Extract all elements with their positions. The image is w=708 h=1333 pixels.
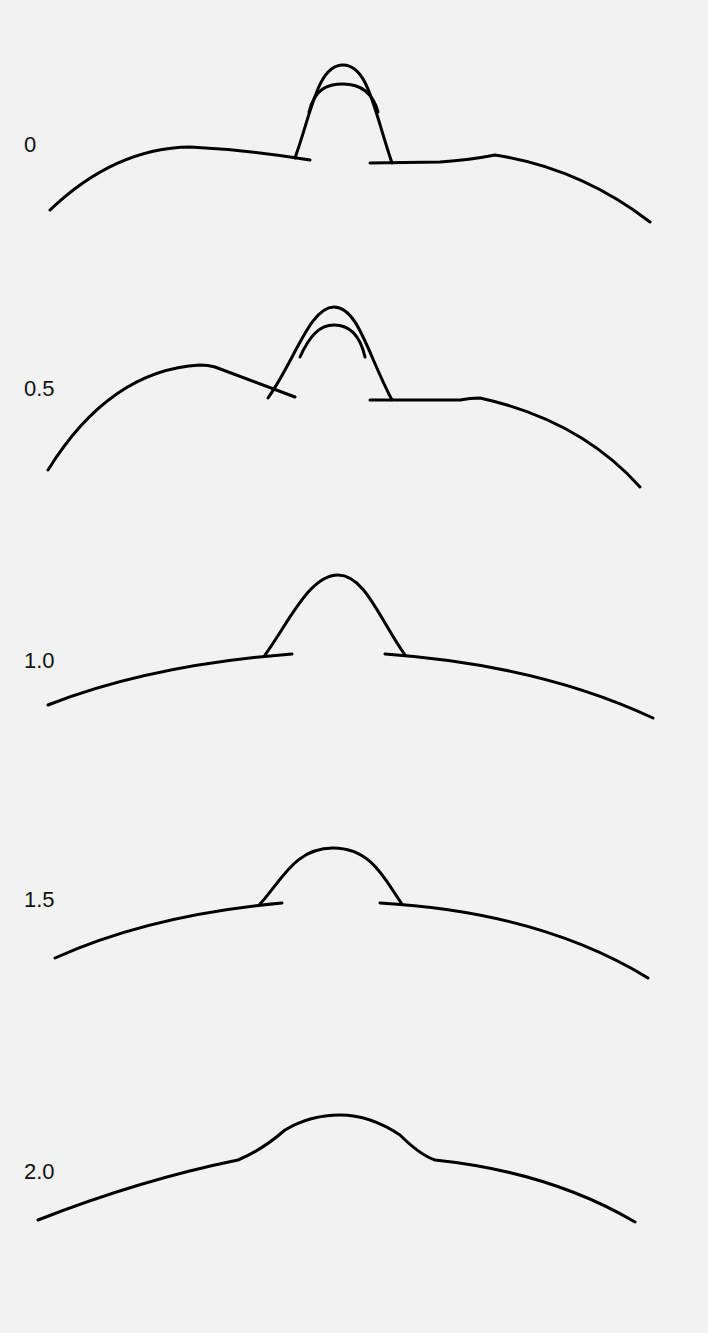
surface-left [55, 903, 282, 958]
surface-right [370, 155, 650, 222]
surface-right [370, 398, 640, 487]
surface [38, 1115, 635, 1222]
bump-outer [295, 65, 392, 163]
bump-inner [300, 325, 365, 357]
surface-right [380, 903, 648, 978]
profile-1-0 [48, 575, 653, 718]
surface-right [385, 654, 653, 718]
step-label: 1.0 [24, 650, 55, 672]
profile-0 [50, 65, 650, 222]
surface-left [50, 147, 310, 210]
bump [265, 575, 405, 655]
profile-2-0 [38, 1115, 635, 1222]
step-label: 1.5 [24, 889, 55, 911]
bump [260, 848, 402, 904]
profile-0-5 [48, 307, 640, 487]
bump-outer [268, 307, 392, 400]
bump-inner [309, 84, 378, 112]
profile-1-5 [55, 848, 648, 978]
surface-left [48, 654, 292, 705]
step-label: 0.5 [24, 378, 55, 400]
step-label: 2.0 [24, 1161, 55, 1183]
surface-left [48, 365, 295, 470]
step-label: 0 [24, 134, 36, 156]
